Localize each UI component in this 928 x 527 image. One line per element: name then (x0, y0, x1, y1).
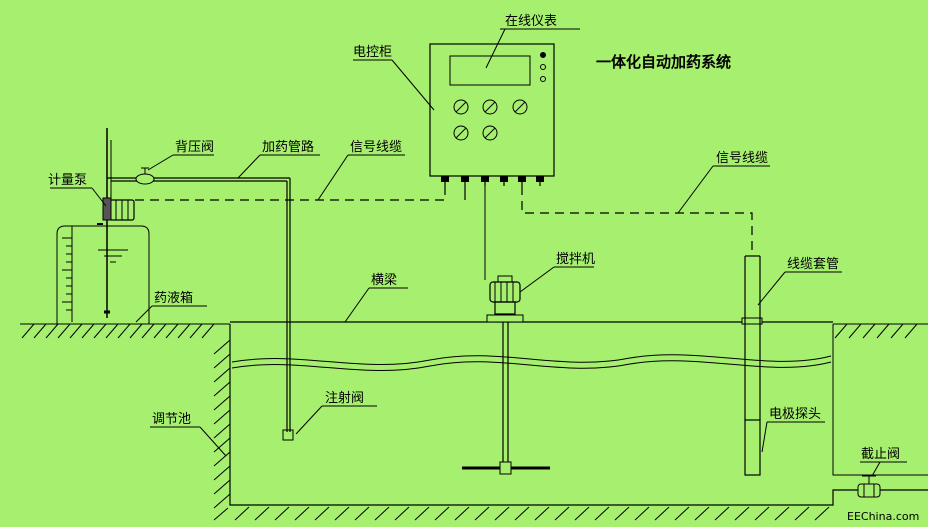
regulating-tank (213, 321, 928, 521)
indicator-dot (540, 76, 546, 82)
agitator (462, 186, 550, 475)
watermark: EEChina.com (847, 510, 919, 523)
label-injection-valve: 注射阀 (325, 390, 364, 406)
stop-valve (857, 475, 881, 498)
control-cabinet (429, 43, 555, 186)
signal-cable-probe (521, 186, 753, 256)
cable-glands (441, 176, 544, 182)
label-metering-pump: 计量泵 (48, 173, 87, 188)
label-agitator: 搅拌机 (556, 251, 595, 267)
label-dosing-pipe: 加药管路 (262, 139, 314, 155)
leader-lines (50, 28, 907, 477)
label-crossbeam: 横梁 (371, 273, 397, 288)
dosing-pipe (107, 177, 294, 441)
chemical-tank (56, 225, 150, 324)
back-pressure-valve (135, 167, 155, 185)
label-electrode-probe: 电极探头 (769, 407, 821, 422)
label-online-meter: 在线仪表 (505, 14, 557, 29)
water-surface (231, 354, 832, 365)
metering-pump (97, 128, 135, 318)
label-regulating-tank: 调节池 (152, 412, 191, 427)
meter-display (449, 55, 531, 86)
knob (453, 125, 469, 141)
electrode-probe (741, 255, 763, 476)
ground-surface (20, 323, 928, 339)
signal-cable-pump (135, 186, 446, 201)
knob (482, 99, 498, 115)
knob (453, 99, 469, 115)
knob (512, 99, 528, 115)
indicator-dot (540, 64, 546, 70)
label-signal-cable: 信号线缆 (716, 150, 768, 166)
label-chemical-tank: 药液箱 (154, 290, 193, 306)
label-control-cabinet: 电控柜 (353, 45, 392, 60)
label-back-pressure-valve: 背压阀 (175, 140, 214, 155)
water-surface (231, 360, 832, 371)
label-signal-cable: 信号线缆 (350, 139, 402, 155)
indicator-dot (540, 52, 546, 58)
knob (482, 125, 498, 141)
diagram-title: 一体化自动加药系统 (596, 53, 731, 71)
label-cable-sleeve: 线缆套管 (787, 256, 839, 272)
label-stop-valve: 截止阀 (861, 447, 900, 462)
